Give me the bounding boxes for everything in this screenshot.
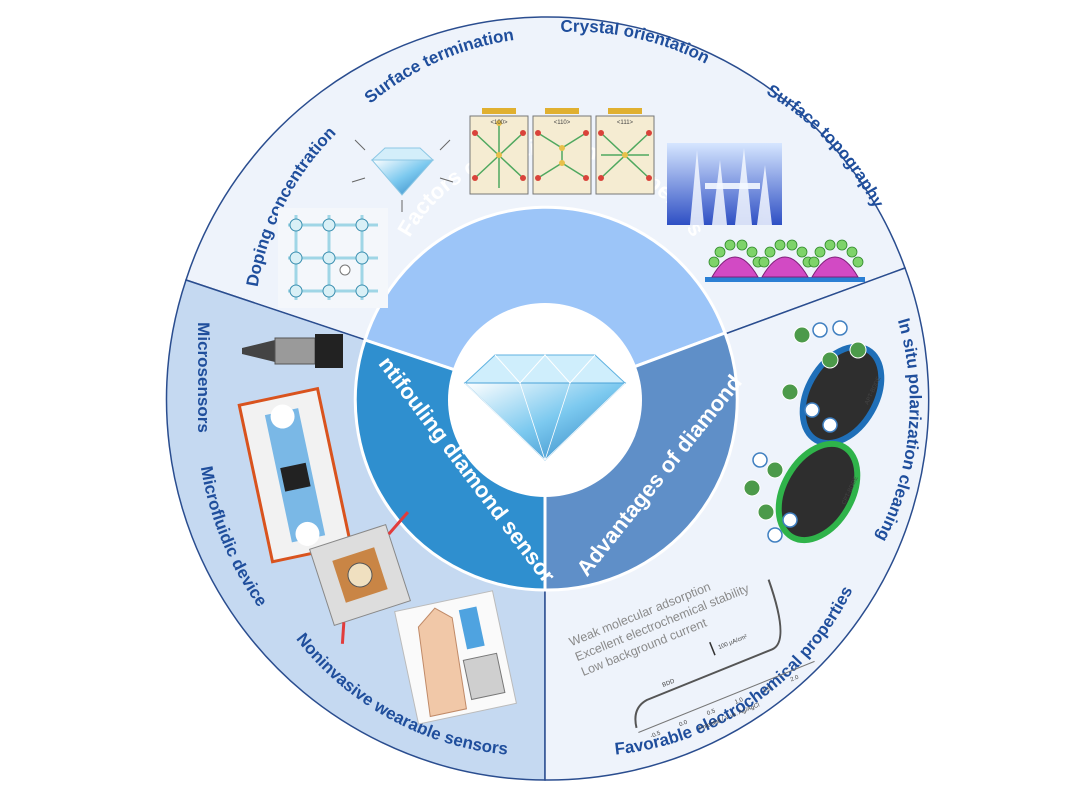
tick-label: 0.5 <box>706 708 717 717</box>
topography-nanostructure-image <box>705 239 865 282</box>
crystal-label-111: <111> <box>617 120 634 126</box>
termination-diamond-image <box>351 139 454 212</box>
tick-label: 1.0 <box>734 697 745 706</box>
graph-ticks: -0.5 0.0 0.5 1.0 1.5 2.0 <box>650 674 801 740</box>
crystal-label-100: <100> <box>490 120 508 126</box>
label-microsensors: Microsensors <box>194 322 213 433</box>
tick-label: 2.0 <box>790 674 801 683</box>
topography-sem-image <box>667 143 782 225</box>
scale-bar <box>709 641 716 656</box>
doping-lattice-image <box>278 208 388 308</box>
tick-label: 1.5 <box>762 686 773 695</box>
crystal-orientation-image: <100> <110> <111> <box>469 108 655 195</box>
wearable-sensor-image <box>394 590 517 725</box>
microsensor-image <box>242 334 343 368</box>
microfluidic-device-image <box>308 511 412 644</box>
cv-curve <box>634 579 782 729</box>
tick-label: 0.0 <box>678 719 689 728</box>
diamond-icon <box>463 354 627 461</box>
crystal-label-110: <110> <box>554 120 571 126</box>
graph-curve-label: BDD <box>662 678 677 689</box>
electrode-cpt-bdde-image <box>743 440 861 544</box>
electrode-apt-bdde-image <box>781 320 885 447</box>
tick-label: -0.5 <box>650 730 662 740</box>
microfluidic-chip-image <box>237 386 353 564</box>
